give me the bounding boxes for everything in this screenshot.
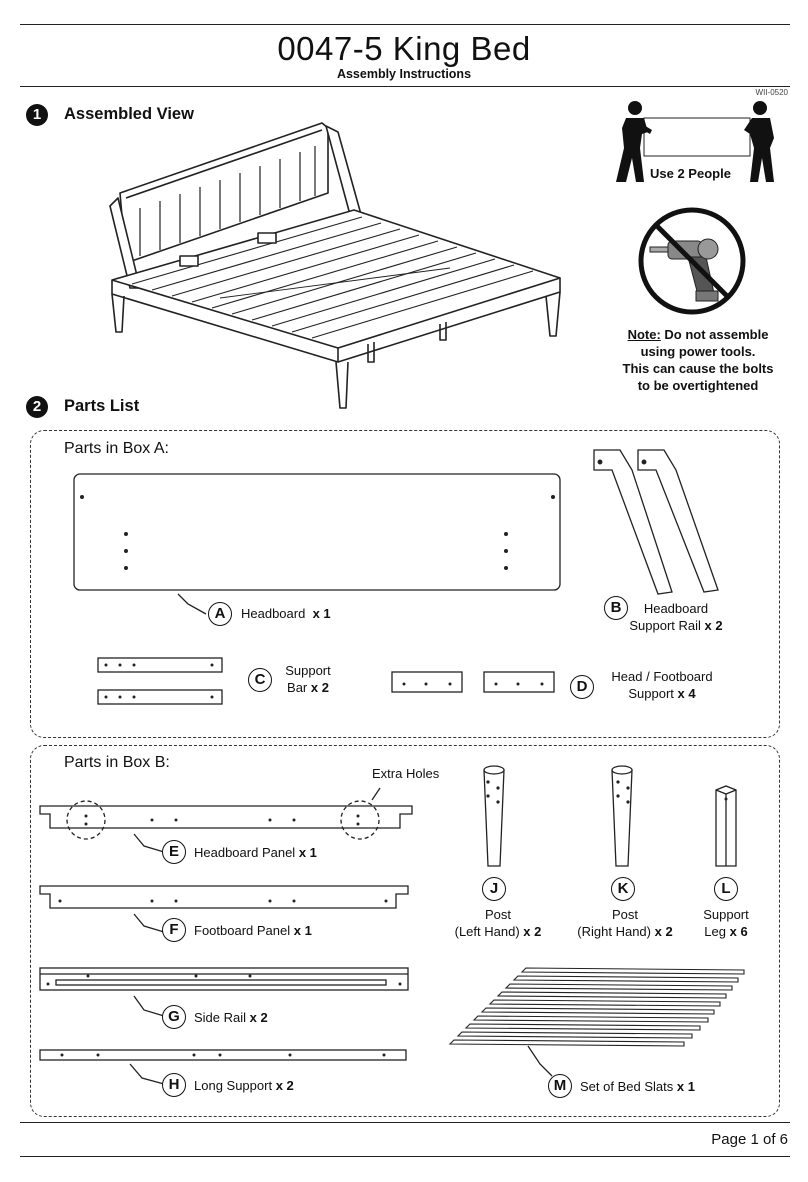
- part-a-name: Headboard: [241, 606, 306, 621]
- part-l-marker: L: [714, 877, 738, 901]
- extra-holes-label: Extra Holes: [372, 766, 440, 781]
- part-a-marker: A: [208, 602, 232, 626]
- doc-code: WII-0520: [755, 88, 788, 97]
- note-line-2: using power tools.: [640, 344, 756, 359]
- note-line-1: Do not assemble: [660, 327, 769, 342]
- part-j-qty: x 2: [523, 924, 542, 939]
- part-k-label: Post (Right Hand) x 2: [568, 906, 682, 940]
- no-power-tools-icon: [638, 207, 746, 315]
- part-c-marker: C: [248, 668, 272, 692]
- box-b-title: Parts in Box B:: [64, 754, 170, 771]
- footer-rule-top: [20, 1122, 790, 1123]
- part-b-qty: x 2: [704, 618, 723, 633]
- note-line-4: to be overtightened: [637, 378, 759, 393]
- part-m-qty: x 1: [676, 1079, 695, 1094]
- part-k-qty: x 2: [654, 924, 673, 939]
- part-h-qty: x 2: [275, 1078, 294, 1093]
- box-b: [30, 745, 780, 1117]
- top-rule: [20, 24, 790, 25]
- part-k-marker: K: [611, 877, 635, 901]
- part-g-marker: G: [162, 1005, 186, 1029]
- power-tools-note: Note: Do not assemble using power tools.…: [608, 326, 788, 394]
- part-d-marker: D: [570, 675, 594, 699]
- part-d-name-2: Support: [628, 686, 674, 701]
- section-1-title: Assembled View: [64, 105, 194, 123]
- part-f-marker: F: [162, 918, 186, 942]
- footer-rule-bottom: [20, 1156, 790, 1157]
- page-title: 0047-5 King Bed: [277, 30, 531, 67]
- part-b-marker: B: [604, 596, 628, 620]
- part-g-label: Side Rail x 2: [194, 1009, 268, 1026]
- two-people-icon: [616, 101, 774, 182]
- part-f-name: Footboard Panel: [194, 923, 291, 938]
- section-1-number: 1: [26, 104, 48, 126]
- part-j-marker: J: [482, 877, 506, 901]
- part-c-name-2: Bar: [287, 680, 308, 695]
- part-e-label: Headboard Panel x 1: [194, 844, 317, 861]
- page-number: Page 1 of 6: [711, 1131, 788, 1148]
- part-b-name-1: Headboard: [643, 601, 709, 616]
- part-f-qty: x 1: [293, 923, 312, 938]
- part-h-name: Long Support: [194, 1078, 273, 1093]
- note-line-3: This can cause the bolts: [622, 361, 774, 376]
- part-c-label: Support Bar x 2: [278, 662, 338, 696]
- part-e-marker: E: [162, 840, 186, 864]
- part-b-name-2: Support Rail: [629, 618, 701, 633]
- header-rule: [20, 86, 790, 87]
- part-e-name: Headboard Panel: [194, 845, 296, 860]
- part-c-qty: x 2: [310, 680, 329, 695]
- part-l-qty: x 6: [729, 924, 748, 939]
- section-2-number: 2: [26, 396, 48, 418]
- two-people-label: Use 2 People: [650, 166, 731, 181]
- part-b-label: Headboard Support Rail x 2: [616, 600, 736, 634]
- part-k-name-1: Post: [611, 907, 638, 922]
- note-label: Note:: [627, 327, 661, 342]
- part-m-label: Set of Bed Slats x 1: [580, 1078, 695, 1095]
- part-d-label: Head / Footboard Support x 4: [602, 668, 722, 702]
- part-j-name-1: Post: [484, 907, 511, 922]
- part-d-qty: x 4: [677, 686, 696, 701]
- part-h-label: Long Support x 2: [194, 1077, 294, 1094]
- part-m-name: Set of Bed Slats: [580, 1079, 674, 1094]
- assembled-bed-illustration: [109, 122, 561, 409]
- part-l-name-1: Support: [703, 907, 749, 922]
- part-g-qty: x 2: [249, 1010, 268, 1025]
- part-e-qty: x 1: [298, 845, 317, 860]
- section-2-title: Parts List: [64, 397, 140, 415]
- part-j-label: Post (Left Hand) x 2: [444, 906, 552, 940]
- part-c-name-1: Support: [285, 663, 331, 678]
- part-g-name: Side Rail: [194, 1010, 247, 1025]
- part-d-name-1: Head / Footboard: [611, 669, 713, 684]
- part-j-name-2: (Left Hand): [454, 924, 520, 939]
- part-a-label: Headboard x 1: [241, 605, 331, 622]
- box-a: [30, 430, 780, 738]
- part-l-label: Support Leg x 6: [694, 906, 758, 940]
- part-a-qty: x 1: [312, 606, 331, 621]
- part-m-marker: M: [548, 1074, 572, 1098]
- part-h-marker: H: [162, 1073, 186, 1097]
- part-l-name-2: Leg: [704, 924, 726, 939]
- box-a-title: Parts in Box A:: [64, 440, 169, 457]
- part-k-name-2: (Right Hand): [577, 924, 651, 939]
- part-f-label: Footboard Panel x 1: [194, 922, 312, 939]
- page-subtitle: Assembly Instructions: [336, 67, 472, 81]
